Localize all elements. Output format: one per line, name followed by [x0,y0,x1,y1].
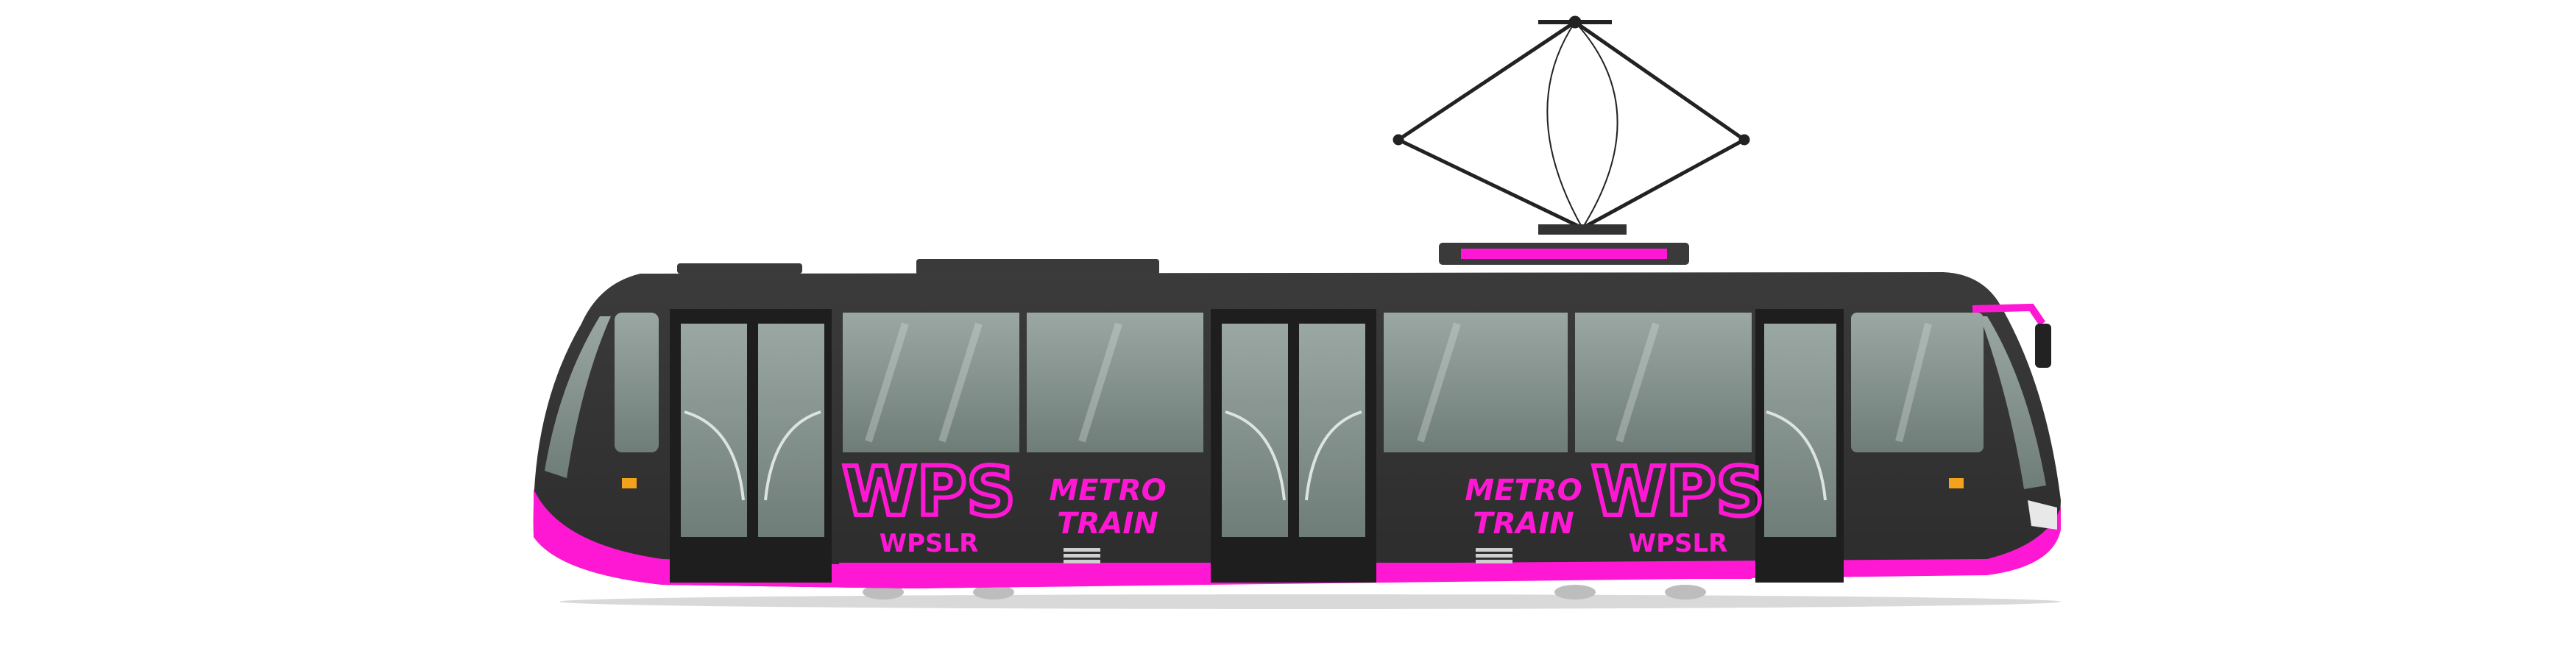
vent-grille [1064,548,1512,563]
logo-mark-left: WPS [842,452,1015,531]
livery-panel-right: METRO TRAIN WPS WPSLR [1465,450,1766,558]
headlight-icon [2028,500,2057,530]
logo-mark-right: WPS [1591,452,1764,531]
slogan-line2-right: TRAIN [1473,507,1574,541]
door-group [670,309,1844,583]
slogan-line2-left: TRAIN [1057,507,1158,541]
window-band [615,313,1984,452]
ground-shadow [559,594,2061,609]
door-3 [1755,309,1844,583]
door-1 [670,309,832,583]
pantograph-icon [1393,15,1750,235]
front-windshield [1980,316,2046,489]
indicator-light-rear [622,478,637,488]
logo-sub-right: WPSLR [1629,529,1728,558]
slogan-line1-right: METRO [1465,474,1582,508]
door-2 [1211,309,1376,583]
indicator-light-front [1949,478,1964,488]
roof-equipment [677,243,1689,275]
livery-panel-left: WPS WPSLR METRO TRAIN [840,450,1166,558]
mirror-icon [1972,303,2051,368]
slogan-line1-left: METRO [1049,474,1166,508]
wheel-group [863,585,1706,599]
rear-windshield [545,316,611,478]
logo-sub-left: WPSLR [880,529,979,558]
